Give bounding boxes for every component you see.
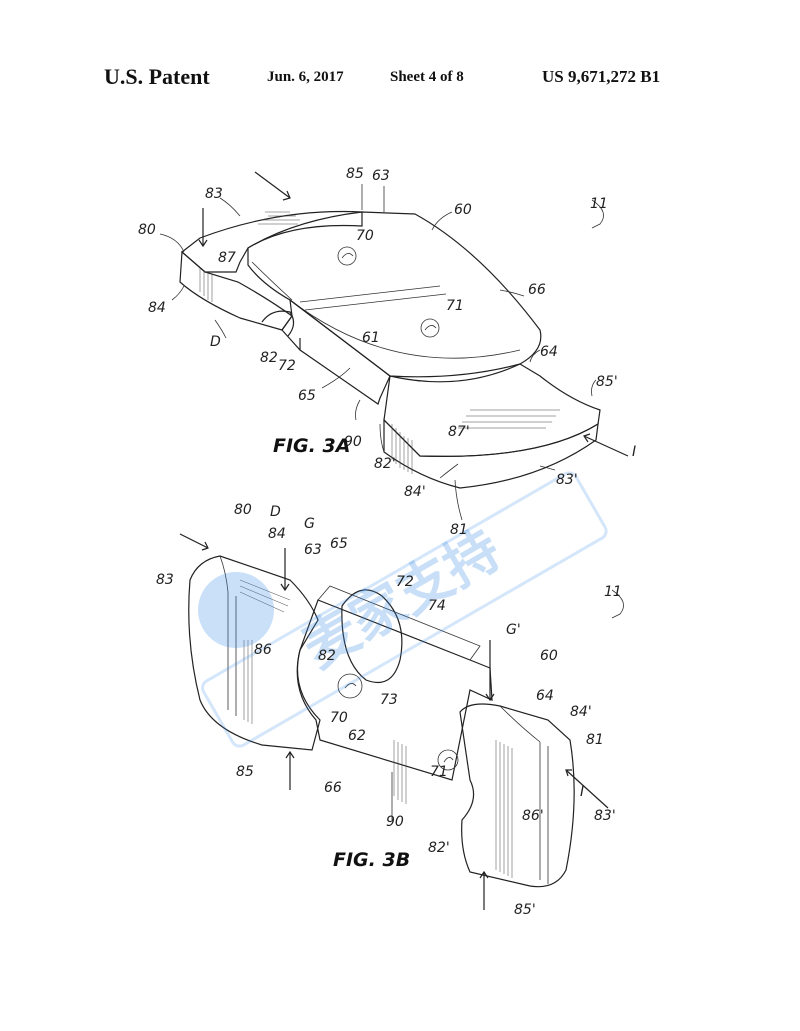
header-patent-number: US 9,671,272 B1 bbox=[542, 67, 661, 86]
ref-label: 62 bbox=[348, 728, 366, 744]
fig3b-left-block bbox=[188, 555, 321, 751]
ref-label: 72 bbox=[396, 574, 414, 590]
ref-label: 60 bbox=[454, 202, 472, 218]
ref-label: I bbox=[632, 444, 636, 460]
ref-label: 65 bbox=[330, 536, 348, 552]
header-date: Jun. 6, 2017 bbox=[267, 69, 344, 85]
ref-label: 11 bbox=[590, 196, 608, 212]
ref-label: 82 bbox=[260, 350, 278, 366]
fig3b-title: FIG. 3B bbox=[333, 849, 410, 871]
ref-label: 83 bbox=[205, 186, 223, 202]
fig3a-top-platform bbox=[247, 211, 542, 378]
ref-label: 74 bbox=[428, 598, 446, 614]
ref-label: 85' bbox=[514, 902, 536, 918]
ref-label: 11 bbox=[604, 584, 622, 600]
ref-label: 70 bbox=[330, 710, 348, 726]
ref-label: G' bbox=[506, 622, 521, 638]
ref-label: 87 bbox=[218, 250, 236, 266]
ref-label: 80 bbox=[234, 502, 252, 518]
ref-label: 84 bbox=[268, 526, 286, 542]
ref-label: 65 bbox=[298, 388, 316, 404]
ref-label: 84' bbox=[570, 704, 592, 720]
ref-label: 85 bbox=[236, 764, 254, 780]
ref-label: 87' bbox=[448, 424, 470, 440]
ref-label: 71 bbox=[430, 764, 448, 780]
fig3b-right-block bbox=[459, 703, 575, 888]
fig3a-left-pad-top bbox=[181, 210, 363, 273]
fig3b-slot-cutout bbox=[341, 589, 403, 684]
ref-label: I bbox=[580, 784, 584, 800]
ref-label: D bbox=[270, 504, 281, 520]
ref-label: 64 bbox=[540, 344, 558, 360]
ref-label: 66 bbox=[324, 780, 342, 796]
ref-label: 83' bbox=[594, 808, 616, 824]
ref-label: 70 bbox=[356, 228, 374, 244]
ref-label: 64 bbox=[536, 688, 554, 704]
ref-label: 63 bbox=[372, 168, 390, 184]
ref-label: 85 bbox=[346, 166, 364, 182]
header-patent-label: U.S. Patent bbox=[104, 64, 210, 89]
ref-label: 81 bbox=[450, 522, 468, 538]
fig3a-body-side bbox=[281, 298, 391, 405]
ref-label: 83 bbox=[156, 572, 174, 588]
ref-label: 84' bbox=[404, 484, 426, 500]
fig3b-reference-labels: 80 D 84 G 63 65 83 72 74 11 G' 86 82 60 … bbox=[156, 502, 622, 918]
ref-label: 66 bbox=[528, 282, 546, 298]
ref-label: 86 bbox=[254, 642, 272, 658]
ref-label: 73 bbox=[380, 692, 398, 708]
ref-label: 61 bbox=[362, 330, 380, 346]
fig3a-title: FIG. 3A bbox=[273, 435, 350, 457]
ref-label: 80 bbox=[138, 222, 156, 238]
ref-label: 82' bbox=[428, 840, 450, 856]
ref-label: D bbox=[210, 334, 221, 350]
patent-header: U.S. Patent Jun. 6, 2017 Sheet 4 of 8 US… bbox=[0, 62, 800, 92]
ref-label: 82' bbox=[374, 456, 396, 472]
ref-label: 86' bbox=[522, 808, 544, 824]
ref-label: 83' bbox=[556, 472, 578, 488]
ref-label: 63 bbox=[304, 542, 322, 558]
figure-3b-drawing bbox=[179, 533, 624, 910]
ref-label: 72 bbox=[278, 358, 296, 374]
ref-label: 81 bbox=[586, 732, 604, 748]
ref-label: 60 bbox=[540, 648, 558, 664]
fig3a-reference-labels: 85 63 83 60 11 80 70 87 84 66 71 D 82 72… bbox=[138, 166, 636, 538]
ref-label: 85' bbox=[596, 374, 618, 390]
fig3a-cutout-82 bbox=[261, 310, 295, 337]
ref-label: 90 bbox=[344, 434, 362, 450]
figure-3a-drawing bbox=[159, 171, 629, 521]
ref-label: 90 bbox=[386, 814, 404, 830]
header-sheet: Sheet 4 of 8 bbox=[390, 69, 464, 85]
fig3a-right-pad-front bbox=[383, 418, 599, 489]
ref-label: 82 bbox=[318, 648, 336, 664]
ref-label: G bbox=[304, 516, 315, 532]
watermark-logo: 麦家支持 bbox=[198, 471, 608, 748]
ref-label: 84 bbox=[148, 300, 166, 316]
ref-label: 71 bbox=[446, 298, 464, 314]
